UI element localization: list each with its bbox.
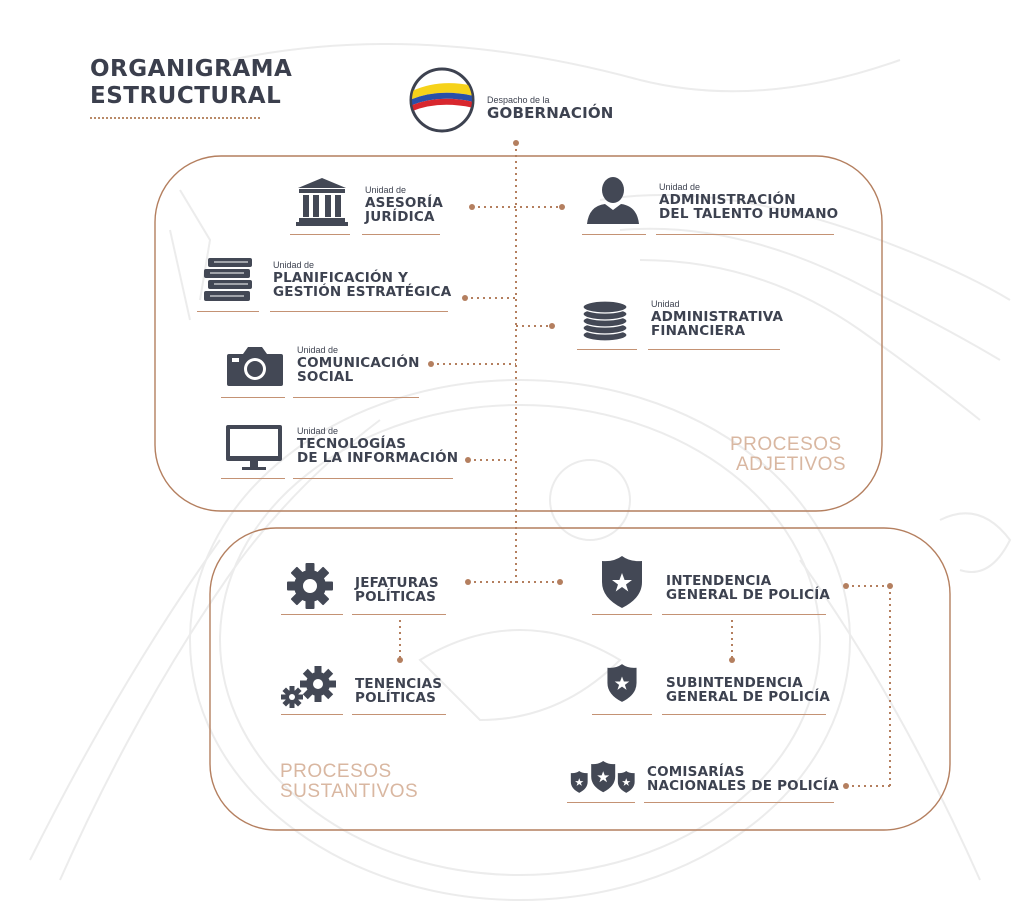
underline: [293, 478, 453, 479]
gear-icon: [287, 563, 333, 609]
coins-icon: [582, 300, 628, 342]
underline: [352, 714, 446, 715]
underline: [662, 714, 826, 715]
underline: [577, 349, 637, 350]
camera-icon: [227, 347, 283, 386]
person-icon: [587, 177, 639, 224]
unit-talento-humano: Unidad de ADMINISTRACIÓN DEL TALENTO HUM…: [659, 182, 839, 222]
sustantivos-box: [209, 527, 951, 831]
root-name: GOBERNACIÓN: [487, 104, 614, 122]
unit-asesoria-juridica: Unidad de ASESORÍA JURÍDICA: [365, 185, 444, 225]
monitor-icon: [226, 425, 282, 470]
police-badge-icon: [602, 556, 642, 608]
underline: [644, 802, 834, 803]
underline: [352, 614, 446, 615]
unit-jefaturas-politicas: JEFATURAS POLÍTICAS: [355, 575, 439, 605]
underline: [662, 614, 826, 615]
unit-subintendencia: SUBINTENDENCIA GENERAL DE POLICÍA: [666, 675, 831, 705]
books-icon: [204, 258, 252, 301]
underline: [290, 234, 350, 235]
police-badge-icon: [607, 664, 637, 702]
unit-comisarias: COMISARÍAS NACIONALES DE POLICÍA: [647, 764, 839, 794]
underline: [281, 614, 343, 615]
section-label-adjetivos: PROCESOS ADJETIVOS: [730, 434, 847, 475]
underline: [592, 714, 652, 715]
underline: [221, 478, 285, 479]
underline: [592, 614, 652, 615]
underline: [281, 714, 343, 715]
unit-tecnologias: Unidad de TECNOLOGÍAS DE LA INFORMACIÓN: [297, 426, 459, 466]
ecuador-flag-emblem-icon: [409, 67, 475, 133]
underline: [567, 802, 635, 803]
gears-icon: [281, 666, 336, 708]
courthouse-icon: [296, 178, 348, 226]
underline: [656, 234, 834, 235]
root-prefix: Despacho de la: [487, 95, 550, 105]
underline: [197, 311, 259, 312]
page-title: ORGANIGRAMA ESTRUCTURAL: [90, 56, 293, 109]
underline: [221, 397, 285, 398]
underline: [648, 349, 780, 350]
underline: [362, 234, 440, 235]
unit-planificacion: Unidad de PLANIFICACIÓN Y GESTIÓN ESTRAT…: [273, 260, 452, 300]
adjetivos-box: [154, 155, 883, 512]
underline: [293, 397, 419, 398]
unit-tenencias-politicas: TENENCIAS POLÍTICAS: [355, 676, 443, 706]
underline: [270, 311, 448, 312]
title-dotted-underline: [90, 117, 260, 119]
unit-administrativa-financiera: Unidad ADMINISTRATIVA FINANCIERA: [651, 299, 784, 339]
underline: [582, 234, 646, 235]
section-label-sustantivos: PROCESOS SUSTANTIVOS: [280, 761, 419, 802]
unit-comunicacion-social: Unidad de COMUNICACIÓN SOCIAL: [297, 345, 420, 385]
police-badges-icon: [570, 761, 635, 793]
unit-intendencia: INTENDENCIA GENERAL DE POLICÍA: [666, 573, 831, 603]
